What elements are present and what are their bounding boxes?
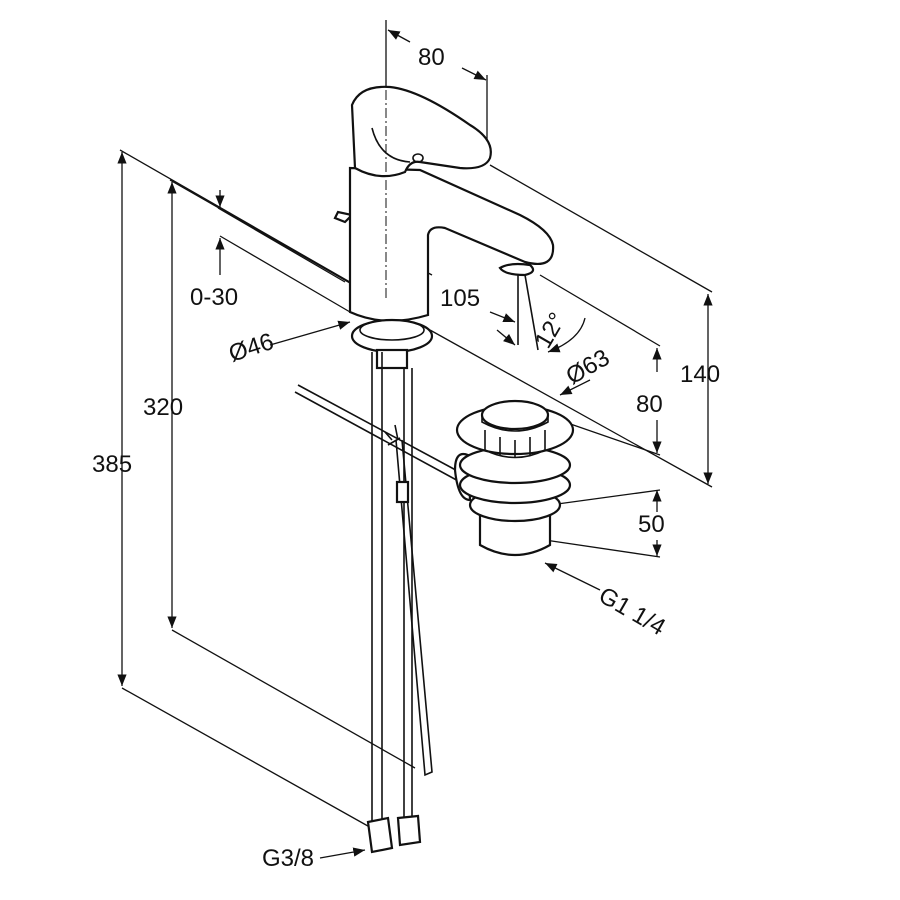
dimension-lines [117, 29, 713, 859]
dim-80-right: 80 [636, 391, 663, 418]
dim-g3-8: G3/8 [262, 845, 314, 872]
dim-385: 385 [92, 451, 132, 478]
dim-12-deg: 12° [530, 308, 572, 353]
dim-d46: Ø46 [226, 328, 277, 368]
dim-0-30: 0-30 [190, 284, 238, 311]
dim-105: 105 [440, 285, 480, 312]
dim-140: 140 [680, 361, 720, 388]
dim-d63: Ø63 [562, 344, 615, 390]
hoses [294, 352, 466, 854]
dim-80-top: 80 [418, 44, 445, 71]
dim-g1-1-4: G1 1/4 [594, 582, 670, 641]
pop-up-waste [453, 399, 575, 556]
faucet [333, 85, 555, 370]
dim-320: 320 [143, 394, 183, 421]
dim-50: 50 [638, 511, 665, 538]
